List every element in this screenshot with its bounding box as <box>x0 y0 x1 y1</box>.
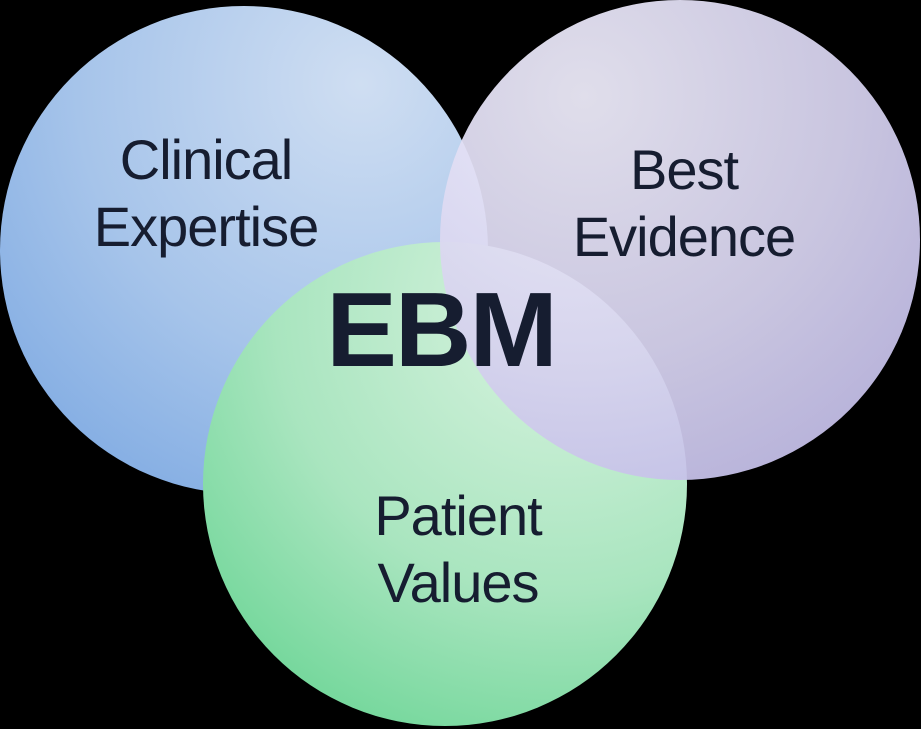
center-label-ebm: EBM <box>326 271 558 389</box>
label-patient-values-line2: Values <box>377 551 539 614</box>
label-clinical-expertise: Clinical Expertise <box>93 126 319 260</box>
label-patient-values: Patient Values <box>374 482 542 616</box>
label-clinical-expertise-line1: Clinical <box>119 128 294 191</box>
label-best-evidence-line2: Evidence <box>572 205 796 268</box>
label-best-evidence: Best Evidence <box>572 136 796 270</box>
label-clinical-expertise-line2: Expertise <box>93 195 319 258</box>
label-best-evidence-line1: Best <box>629 138 739 201</box>
circle-best-evidence <box>440 0 920 480</box>
label-patient-values-line1: Patient <box>374 484 542 547</box>
